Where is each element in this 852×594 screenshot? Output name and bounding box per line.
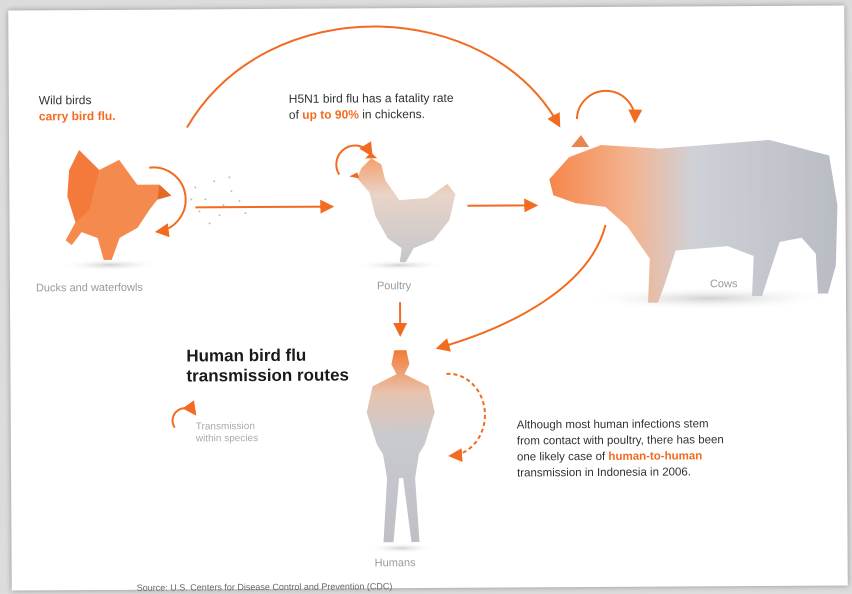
arrow-cows-to-humans (438, 225, 607, 348)
legend-line1: Transmission (196, 421, 286, 434)
dashed-circular-arrow-icon (446, 374, 485, 456)
label-cows: Cows (710, 278, 738, 290)
diagram-title: Human bird flu transmission routes (186, 345, 386, 386)
title-line1: Human bird flu (186, 345, 386, 366)
source-credit: Source: U.S. Centers for Disease Control… (137, 581, 393, 593)
fatality-post: in chickens. (359, 107, 425, 121)
infographic-card: Wild birds carry bird flu. H5N1 bird flu… (8, 5, 848, 590)
human-transmission-note: Although most human infections stem from… (517, 416, 724, 481)
particle-dots (190, 176, 246, 224)
wild-birds-text: Wild birds carry bird flu. (39, 92, 116, 124)
fatality-line2: of up to 90% in chickens. (289, 106, 454, 123)
arrow-ducks-to-poultry (195, 207, 331, 208)
chicken-icon (349, 152, 456, 271)
fatality-highlight: up to 90% (302, 107, 359, 121)
label-poultry: Poultry (377, 280, 411, 292)
legend-line2: within species (196, 433, 286, 446)
fatality-text: H5N1 bird flu has a fatality rate of up … (289, 90, 454, 123)
wild-birds-line1: Wild birds (39, 92, 116, 108)
note-line3: one likely case of human-to-human (517, 448, 724, 465)
wild-birds-highlight: carry bird flu. (39, 108, 116, 124)
note-line2: from contact with poultry, there has bee… (517, 432, 724, 449)
note-line4: transmission in Indonesia in 2006. (517, 464, 724, 481)
fatality-line1: H5N1 bird flu has a fatality rate (289, 90, 454, 107)
legend-arrow-icon (172, 408, 194, 427)
label-ducks: Ducks and waterfowls (36, 282, 143, 295)
note-highlight: human-to-human (608, 450, 702, 463)
note-line3-pre: one likely case of (517, 451, 608, 464)
legend-text: Transmission within species (196, 421, 286, 446)
title-line2: transmission routes (186, 365, 386, 386)
note-line1: Although most human infections stem (517, 416, 724, 433)
label-humans: Humans (375, 557, 416, 569)
circular-arrow-icon (577, 91, 635, 121)
cow-icon (549, 133, 840, 311)
fatality-pre: of (289, 108, 302, 122)
